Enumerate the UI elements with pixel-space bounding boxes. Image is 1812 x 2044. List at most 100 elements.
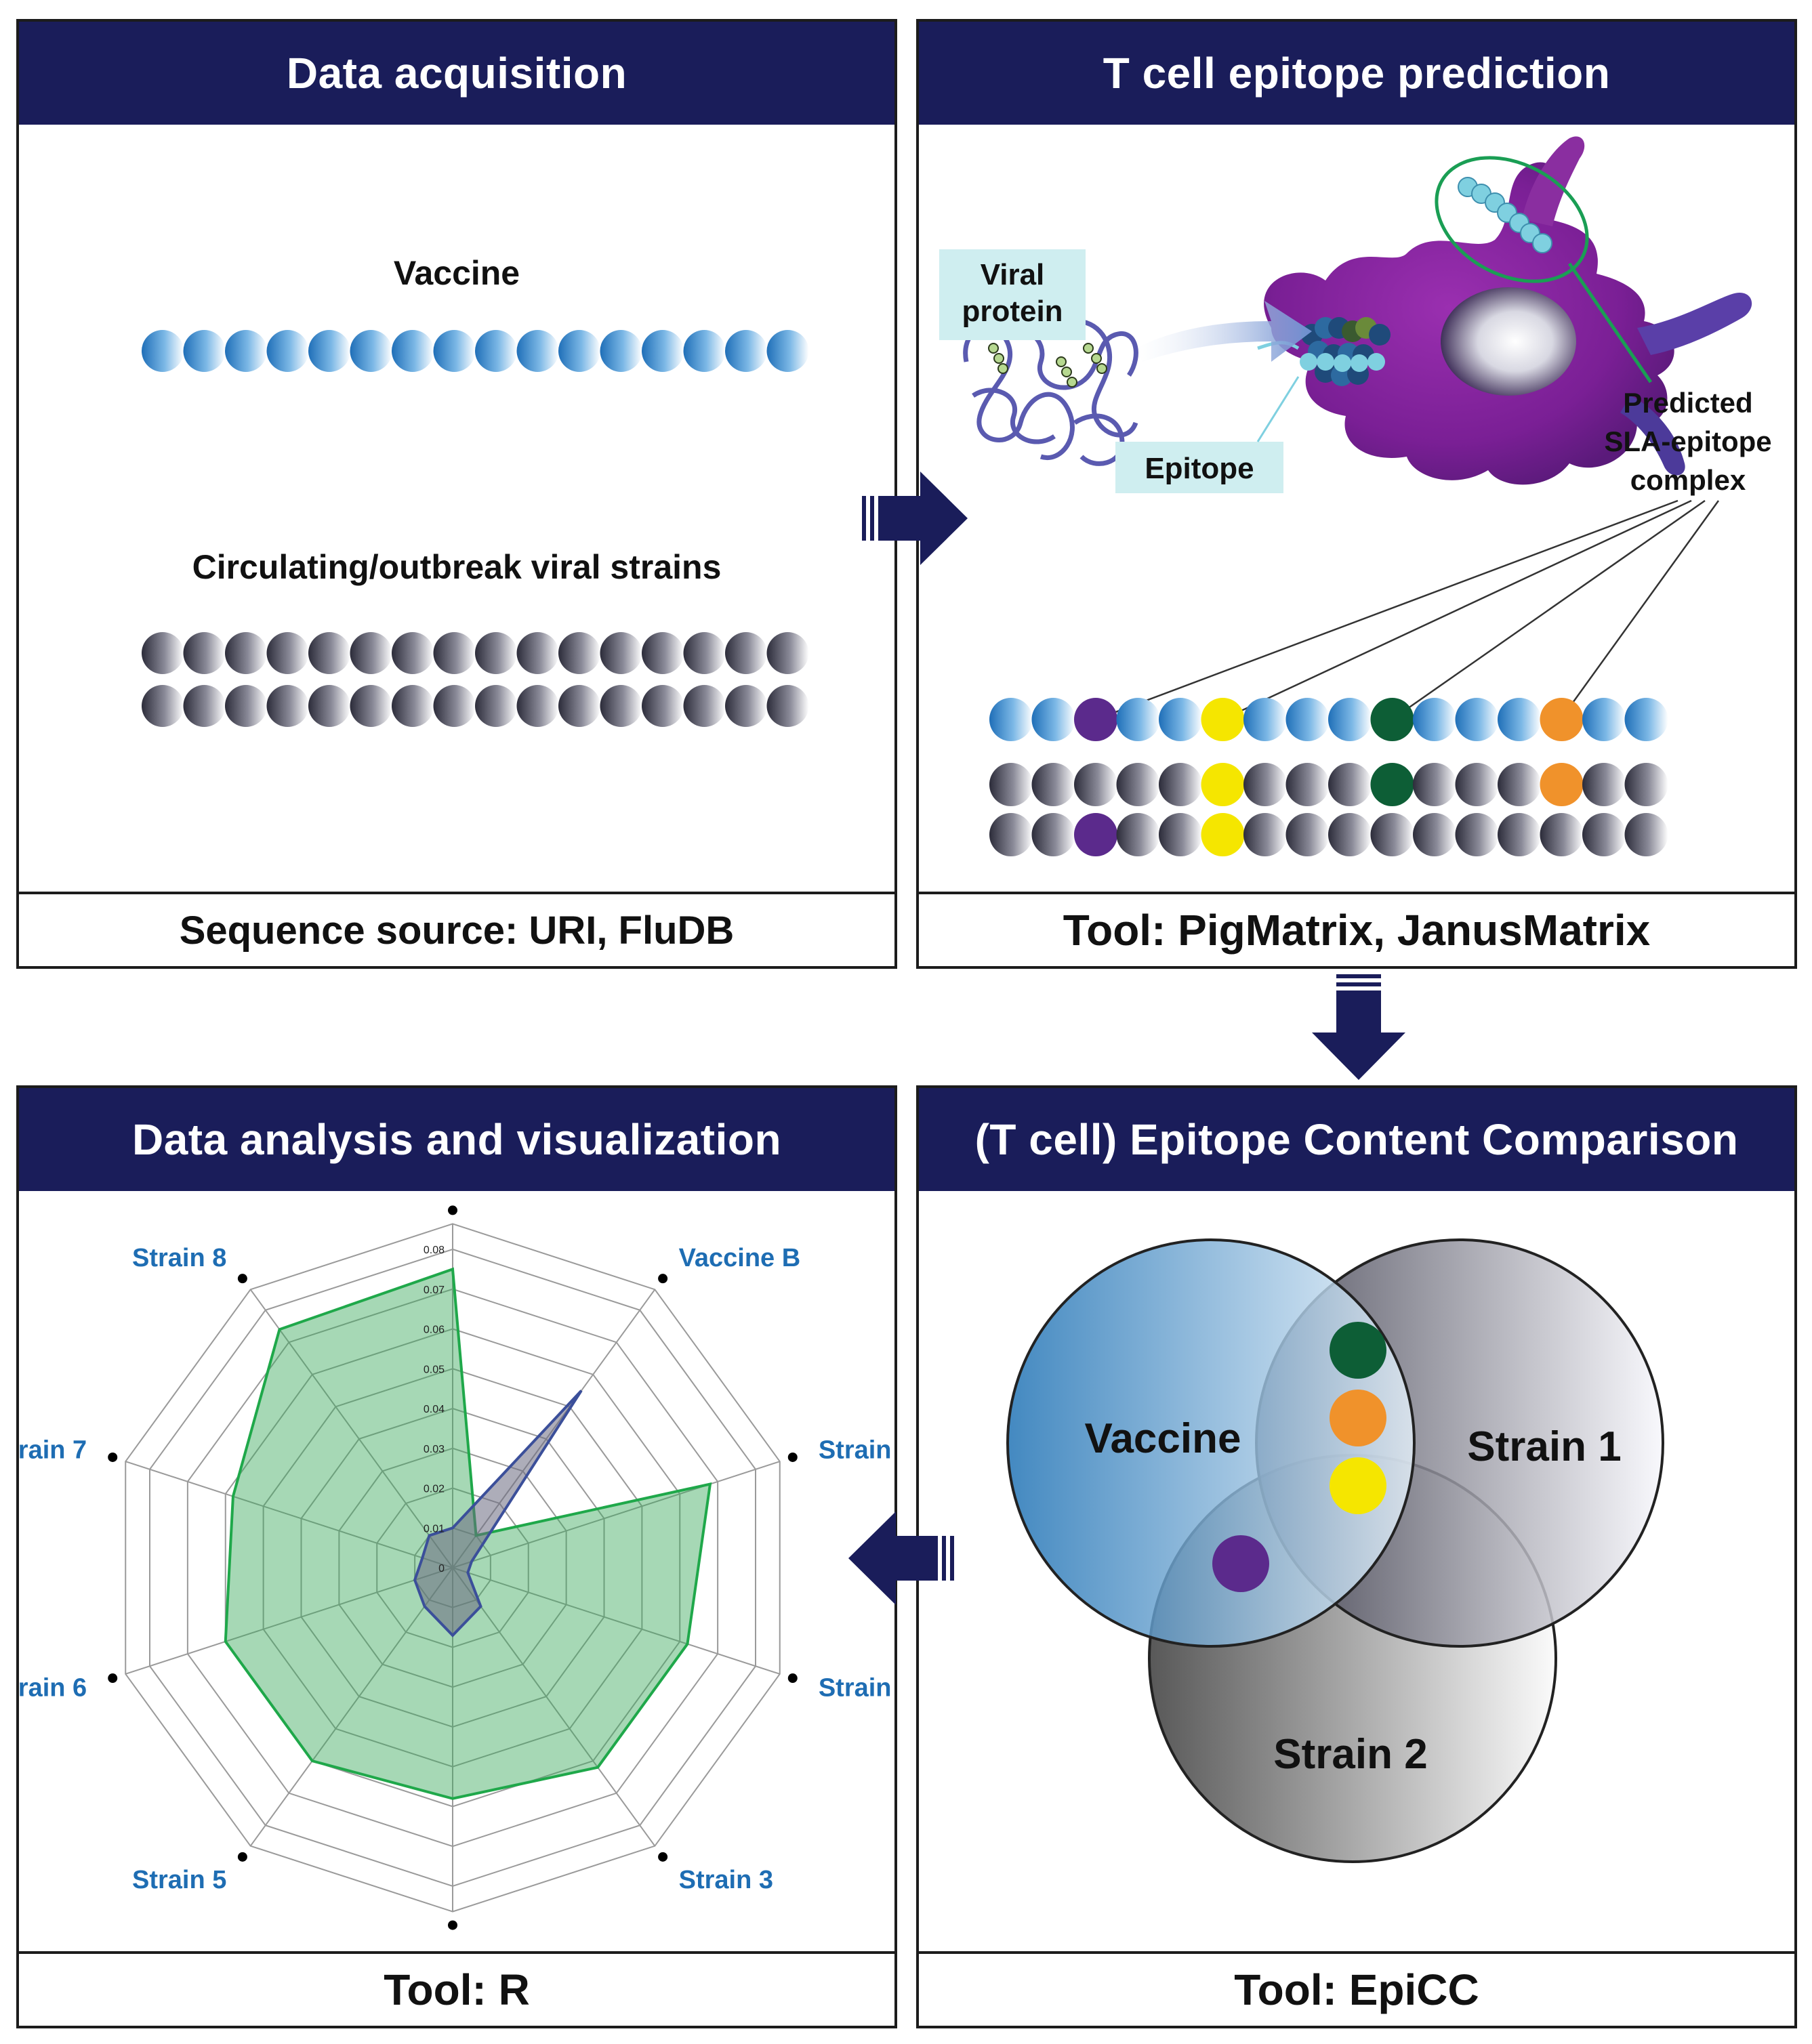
sequence-bead: [1243, 698, 1287, 741]
sequence-bead: [1285, 763, 1330, 806]
sequence-bead: [516, 685, 559, 727]
sequence-bead: [1370, 813, 1414, 856]
epitope-dot-yellow: [1330, 1457, 1386, 1514]
complex-zoom-ellipse: [1435, 156, 1589, 283]
sequence-bead: [1498, 698, 1541, 741]
sequence-bead: [558, 330, 600, 372]
radar-tick-label: 0.01: [424, 1523, 445, 1535]
panel-data-acquisition: Data acquisition Vaccine Circulating/out…: [16, 19, 897, 969]
sequence-bead: [1116, 698, 1160, 741]
radar-axis-dot: [448, 1205, 457, 1215]
complex-label-line3: complex: [1630, 464, 1746, 496]
radar-tick-label: 0.02: [424, 1484, 445, 1495]
protein-ribbon-icon: [963, 318, 1138, 466]
nucleus-icon: [1441, 287, 1576, 396]
radar-tick-label: 0.08: [424, 1245, 445, 1256]
sequence-bead: [1624, 763, 1668, 806]
radar-axis-dot: [448, 1920, 457, 1930]
radar-axis-label: Strain 3: [679, 1866, 773, 1894]
sequence-bead: [558, 685, 600, 727]
sequence-bead: [1328, 698, 1372, 741]
sequence-bead: [475, 685, 517, 727]
prediction-illustration: Viral protein Epitope Predicted SLA-epit…: [939, 136, 1772, 856]
radar-tick-label: 0.05: [424, 1364, 445, 1375]
sequence-bead: [433, 685, 476, 727]
sequence-bead: [989, 813, 1033, 856]
sequence-bead: [1540, 698, 1584, 741]
complex-label-line1: Predicted: [1623, 387, 1752, 419]
sequence-bead: [516, 632, 559, 674]
panel-body: Vaccine Strain 1 Strain 2: [919, 1191, 1794, 1954]
panel-title: T cell epitope prediction: [919, 22, 1794, 125]
sequence-bead: [642, 330, 684, 372]
sequence-bead: [642, 632, 684, 674]
epitope-pointer-lines: [1095, 499, 1720, 721]
sequence-bead: [1540, 813, 1584, 856]
sequence-bead: [1116, 763, 1160, 806]
sequence-bead: [266, 685, 309, 727]
sequence-bead: [225, 330, 267, 372]
circulating-strains-label: Circulating/outbreak viral strains: [192, 548, 722, 586]
panel-footer: Tool: R: [19, 1951, 894, 2026]
venn-label-strain-1: Strain 1: [1467, 1423, 1621, 1470]
sequence-bead: [1328, 763, 1372, 806]
sequence-bead: [1159, 698, 1202, 741]
sequence-bead: [725, 685, 767, 727]
sequence-bead: [308, 632, 350, 674]
sequence-bead: [766, 632, 809, 674]
venn-label-vaccine: Vaccine: [1085, 1415, 1241, 1462]
sequence-bead: [1201, 698, 1245, 741]
sequence-bead: [225, 685, 267, 727]
sequence-bead: [1159, 763, 1202, 806]
antigen-presenting-cell-icon: [1257, 136, 1752, 485]
vaccine-sequence: [142, 330, 809, 727]
sequence-bead: [600, 632, 642, 674]
sequence-bead: [642, 685, 684, 727]
sequence-bead: [766, 330, 809, 372]
sequence-bead: [142, 632, 184, 674]
sequence-bead: [308, 330, 350, 372]
sequence-bead: [1031, 698, 1075, 741]
sequence-bead: [1455, 813, 1499, 856]
sequence-bead: [989, 763, 1033, 806]
sequence-bead: [308, 685, 350, 727]
epitope-label-box: [1115, 442, 1283, 493]
radar-axis-dot: [658, 1274, 668, 1284]
sequence-bead: [725, 632, 767, 674]
complex-pointer-line: [1567, 262, 1653, 383]
sequence-bead: [1074, 813, 1117, 856]
sequence-bead: [1074, 763, 1117, 806]
radar-spoke: [125, 1567, 453, 1675]
radar-tick-label: 0.06: [424, 1325, 445, 1336]
panel-footer: Tool: PigMatrix, JanusMatrix: [919, 892, 1794, 966]
radar-axis-label: Strain 2: [819, 1673, 894, 1702]
radar-tick-label: 0.07: [424, 1285, 445, 1296]
sequence-bead: [683, 685, 726, 727]
sequence-bead: [1582, 698, 1626, 741]
radar-axis-dot: [108, 1673, 118, 1684]
sequence-bead: [1285, 813, 1330, 856]
panel-epitope-prediction: T cell epitope prediction: [916, 19, 1797, 969]
sequence-bead: [475, 330, 517, 372]
sequence-bead: [350, 685, 392, 727]
sequence-bead: [1540, 763, 1584, 806]
sequence-bead: [392, 632, 434, 674]
sequence-bead: [683, 632, 726, 674]
sequence-bead: [1031, 813, 1075, 856]
down-arrow-icon: [1312, 974, 1405, 1080]
sequence-bead: [558, 632, 600, 674]
radar-axis-label: Vaccine B: [679, 1244, 801, 1272]
sequence-bead: [433, 330, 476, 372]
panel-title: Data acquisition: [19, 22, 894, 125]
sequence-bead: [1370, 698, 1414, 741]
radar-axis-label: Strain 6: [19, 1673, 87, 1702]
radar-tick-label: 0: [438, 1563, 445, 1574]
radar-axis-dot: [787, 1452, 798, 1462]
sequence-bead: [183, 632, 226, 674]
sequence-bead: [350, 330, 392, 372]
panel-footer: Tool: EpiCC: [919, 1951, 1794, 2026]
panel-footer: Sequence source: URI, FluDB: [19, 892, 894, 966]
sequence-bead: [475, 632, 517, 674]
panel-epitope-comparison: (T cell) Epitope Content Comparison: [916, 1085, 1797, 2028]
